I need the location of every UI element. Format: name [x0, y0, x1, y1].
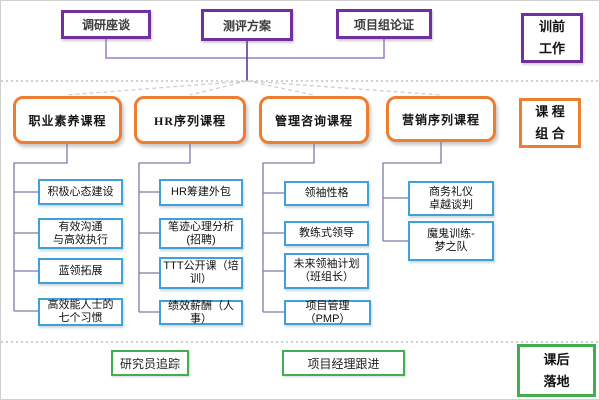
- course-item-box: 笔迹心理分析 (招聘): [159, 218, 243, 249]
- course-category-hr-series: HR序列课程: [134, 96, 246, 144]
- course-item-box: 高效能人士的 七个习惯: [38, 298, 123, 326]
- course-category-marketing-series: 营销序列课程: [386, 96, 496, 142]
- course-item-box: 积极心态建设: [38, 179, 123, 205]
- course-category-professional-quality: 职业素养课程: [13, 96, 122, 144]
- fan-dashed-lines: [66, 80, 442, 96]
- pre-box-assessment-plan: 测评方案: [201, 9, 293, 41]
- column2-connectors: [138, 144, 191, 313]
- column3-connectors: [262, 144, 315, 313]
- stage-label-course-mix: 课 程 组 合: [519, 98, 581, 148]
- course-item-box: 蓝领拓展: [38, 258, 123, 284]
- pre-training-bus-line: [105, 39, 385, 59]
- column4-connectors: [382, 142, 442, 242]
- course-item-box: 项目管理（PMP）: [284, 300, 371, 325]
- course-item-box: 魔鬼训练- 梦之队: [408, 221, 494, 261]
- pre-box-research-interview: 调研座谈: [61, 10, 151, 39]
- course-item-box: 领袖性格: [284, 181, 369, 206]
- course-item-box: 商务礼仪 卓越谈判: [408, 181, 494, 216]
- post-box-researcher-tracking: 研究员追踪: [111, 350, 189, 376]
- course-item-box: TTT公开课（培 训）: [159, 257, 243, 289]
- course-item-box: 教练式领导: [284, 221, 369, 246]
- course-item-box: HR筹建外包: [159, 179, 243, 206]
- course-item-box: 未来领袖计划 （班组长）: [284, 253, 369, 289]
- course-item-box: 绩效薪酬（人事）: [159, 300, 243, 325]
- pre-box-project-team-review: 项目组论证: [336, 9, 432, 39]
- stage-label-pre-training: 训前 工作: [521, 13, 583, 63]
- column1-connectors: [13, 144, 68, 312]
- stage-label-post-training: 课后 落地: [517, 344, 596, 397]
- course-category-management-consulting: 管理咨询课程: [259, 96, 369, 144]
- course-item-box: 有效沟通 与高效执行: [38, 218, 123, 249]
- post-box-project-manager-followup: 项目经理跟进: [282, 350, 405, 376]
